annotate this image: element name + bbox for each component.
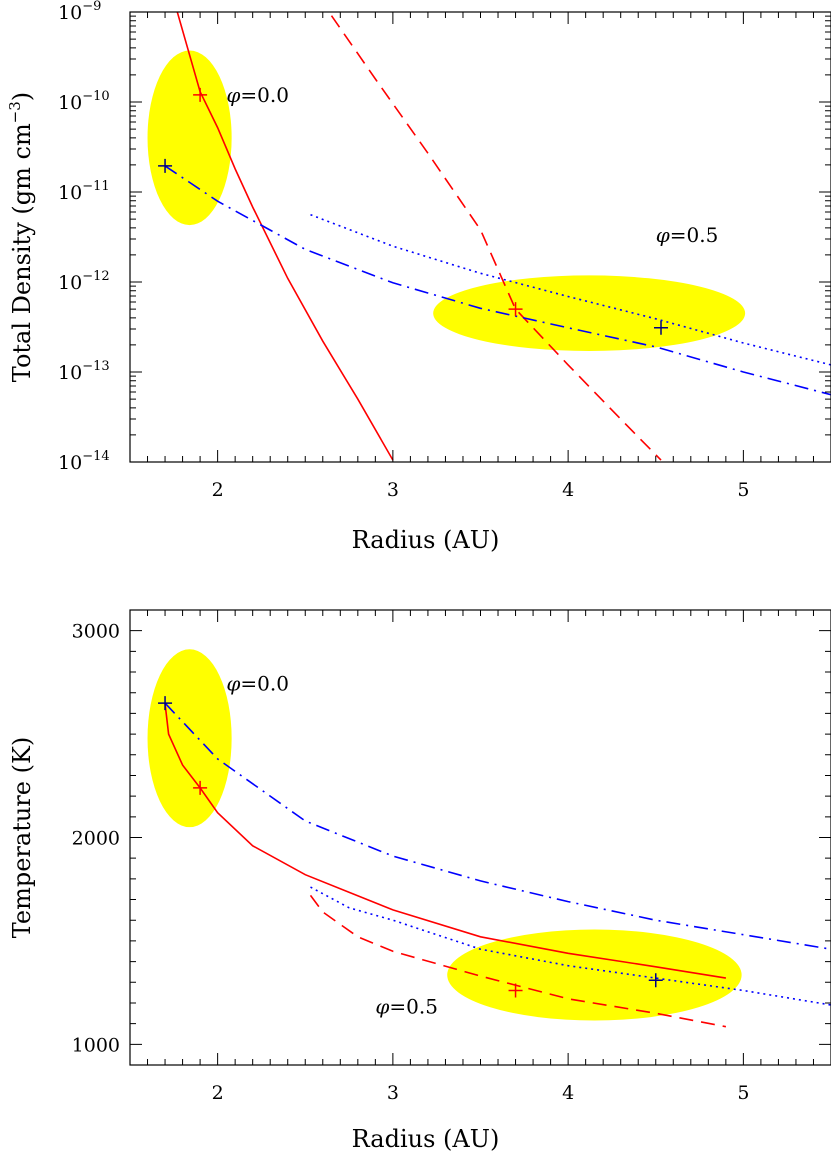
series-line-dashed [309,894,727,1028]
phase-annotation: φ=0.0 [226,83,289,107]
y-tick-base: 10 [58,272,82,294]
x-tick-label: 2 [212,1082,224,1104]
phase-symbol: φ [656,223,670,247]
y-axis-title: Temperature (K) [8,737,36,939]
y-tick-label: 10−13 [58,359,110,384]
y-axis-title-main: Temperature (K) [8,737,36,939]
y-tick-exponent: −10 [82,89,109,104]
data-marker [193,780,208,795]
y-tick-base: 10 [58,92,82,114]
plot-area [158,12,831,461]
x-tick-label: 4 [562,1082,574,1104]
data-marker [508,302,523,317]
phase-value: =0.5 [389,994,438,1018]
highlight-ellipse [433,275,746,352]
data-marker [158,696,173,711]
phase-symbol: φ [226,672,240,696]
y-tick-base: 10 [58,362,82,384]
y-tick-label: 3000 [72,621,120,643]
x-tick-label: 2 [212,479,224,501]
y-tick-base: 10 [58,2,82,24]
data-marker [648,973,663,988]
plot-frame [129,11,831,463]
series-line-dashed [330,15,662,461]
x-tick-label: 4 [562,479,574,501]
data-marker [654,320,669,335]
phase-symbol: φ [375,994,389,1018]
y-tick-base: 10 [58,452,82,474]
y-tick-exponent: −12 [82,269,109,284]
data-marker [158,158,173,173]
y-axis-title-exponent: −3 [6,101,24,123]
series-line-solid [176,12,394,461]
x-axis-title: Radius (AU) [352,1125,500,1153]
y-tick-exponent: −13 [82,359,109,374]
x-tick-label: 3 [387,479,399,501]
x-tick-label: 3 [387,1082,399,1104]
series-line-dashdot [164,165,831,396]
highlight-ellipse [147,649,232,828]
y-tick-exponent: −9 [82,0,101,14]
y-tick-label: 10−14 [58,449,110,474]
y-tick-label: 10−9 [58,0,101,24]
plot-area [158,696,831,1028]
phase-annotation: φ=0.5 [656,223,719,247]
series-line-solid [164,703,727,979]
data-marker [508,983,523,998]
phase-value: =0.0 [240,672,289,696]
y-tick-label: 10−12 [58,269,110,294]
data-marker [193,87,208,102]
highlight-ellipse [447,929,742,1021]
highlight-ellipse [147,50,232,226]
x-tick-label: 5 [737,1082,749,1104]
series-line-dotted [310,213,831,366]
phase-annotation: φ=0.0 [226,672,289,696]
x-axis-title: Radius (AU) [352,526,500,554]
y-axis-title-close: ) [8,92,36,101]
y-tick-base: 10 [58,182,82,204]
y-axis-title-main: Total Density (gm cm [8,123,36,382]
series-line-dotted [310,886,831,1006]
y-tick-label: 10−11 [58,179,110,204]
phase-symbol: φ [226,83,240,107]
x-tick-label: 5 [737,479,749,501]
y-tick-label: 10−10 [58,89,110,114]
y-tick-label: 1000 [72,1034,120,1056]
phase-value: =0.5 [670,223,719,247]
phase-annotation: φ=0.5 [375,994,438,1018]
phase-value: =0.0 [240,83,289,107]
y-tick-exponent: −14 [82,449,109,464]
y-tick-exponent: −11 [82,179,109,194]
y-axis-title: Total Density (gm cm−3) [6,92,36,382]
y-tick-label: 2000 [72,828,120,850]
series-line-dashdot [164,702,831,950]
